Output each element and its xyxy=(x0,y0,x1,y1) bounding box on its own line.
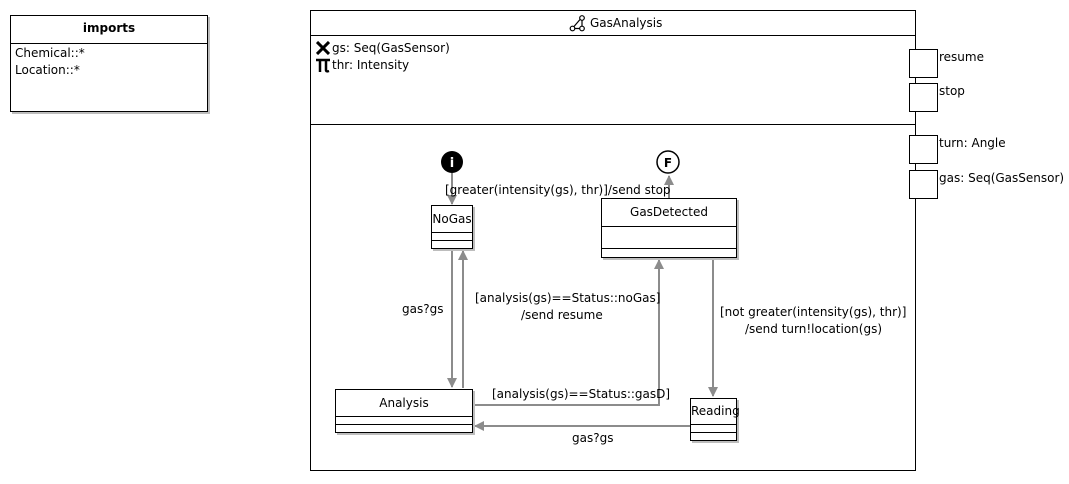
port-resume[interactable] xyxy=(909,49,938,78)
import-item: Location::* xyxy=(15,63,80,77)
state-divider xyxy=(602,248,736,249)
port-resume-label: resume xyxy=(939,50,984,64)
port-stop-label: stop xyxy=(939,84,965,98)
port-gas-label: gas: Seq(GasSensor) xyxy=(939,171,1065,185)
state-reading[interactable]: Reading xyxy=(690,398,740,441)
transition-label-gasd-reading: [not greater(intensity(gs), thr)] xyxy=(720,305,907,319)
transition-label-gasd-reading: /send turn!location(gs) xyxy=(745,322,883,336)
port-gas[interactable] xyxy=(909,170,938,199)
state-reading-title: Reading xyxy=(691,404,740,418)
port-turn-label: turn: Angle xyxy=(939,136,1006,150)
port-stop[interactable] xyxy=(909,83,938,112)
variable-thr: thr: Intensity xyxy=(332,58,410,72)
state-analysis[interactable]: Analysis xyxy=(335,389,473,433)
transition-label-nogas-analysis: gas?gs xyxy=(402,302,444,316)
state-nogas-title: NoGas xyxy=(432,212,472,226)
variable-icon xyxy=(316,41,330,55)
imports-title: imports xyxy=(82,21,136,35)
import-item: Chemical::* xyxy=(15,46,85,60)
state-analysis-title: Analysis xyxy=(379,396,429,410)
state-divider xyxy=(432,240,472,241)
imports-box: imports Chemical::* Location::* xyxy=(10,15,208,112)
state-gasdetected-title: GasDetected xyxy=(630,205,708,219)
module-header: GasAnalysis xyxy=(311,11,915,35)
transition-label-analysis-nogas: /send resume xyxy=(521,308,603,322)
state-divider xyxy=(602,226,736,227)
state-machine-icon xyxy=(569,15,585,32)
state-divider xyxy=(336,424,472,425)
transition-label-analysis-gasd: [analysis(gs)==Status::gasD] xyxy=(492,387,671,401)
transition-label-analysis-nogas: [analysis(gs)==Status::noGas] xyxy=(475,291,661,305)
state-divider xyxy=(336,416,472,417)
module-title-divider xyxy=(311,35,915,36)
transition-label-reading-analysis: gas?gs xyxy=(572,431,614,445)
constant-pi-icon xyxy=(316,58,330,73)
final-state-marker[interactable] xyxy=(656,150,680,174)
state-divider xyxy=(691,424,736,425)
state-divider xyxy=(432,232,472,233)
state-gasdetected[interactable]: GasDetected xyxy=(601,198,737,258)
transition-analysis-to-gasdetected[interactable] xyxy=(473,259,664,406)
port-turn[interactable] xyxy=(909,135,938,164)
state-nogas[interactable]: NoGas xyxy=(431,205,473,249)
initial-marker-label: i xyxy=(450,156,454,171)
variable-gs: gs: Seq(GasSensor) xyxy=(332,41,450,55)
final-marker-label: F xyxy=(664,156,672,170)
initial-state-marker[interactable] xyxy=(441,151,463,173)
module-body-divider xyxy=(311,124,915,125)
module-title: GasAnalysis xyxy=(590,16,663,30)
transition-label-init: [greater(intensity(gs), thr)]/send stop xyxy=(445,183,671,197)
state-divider xyxy=(691,432,736,433)
imports-divider xyxy=(11,43,207,44)
